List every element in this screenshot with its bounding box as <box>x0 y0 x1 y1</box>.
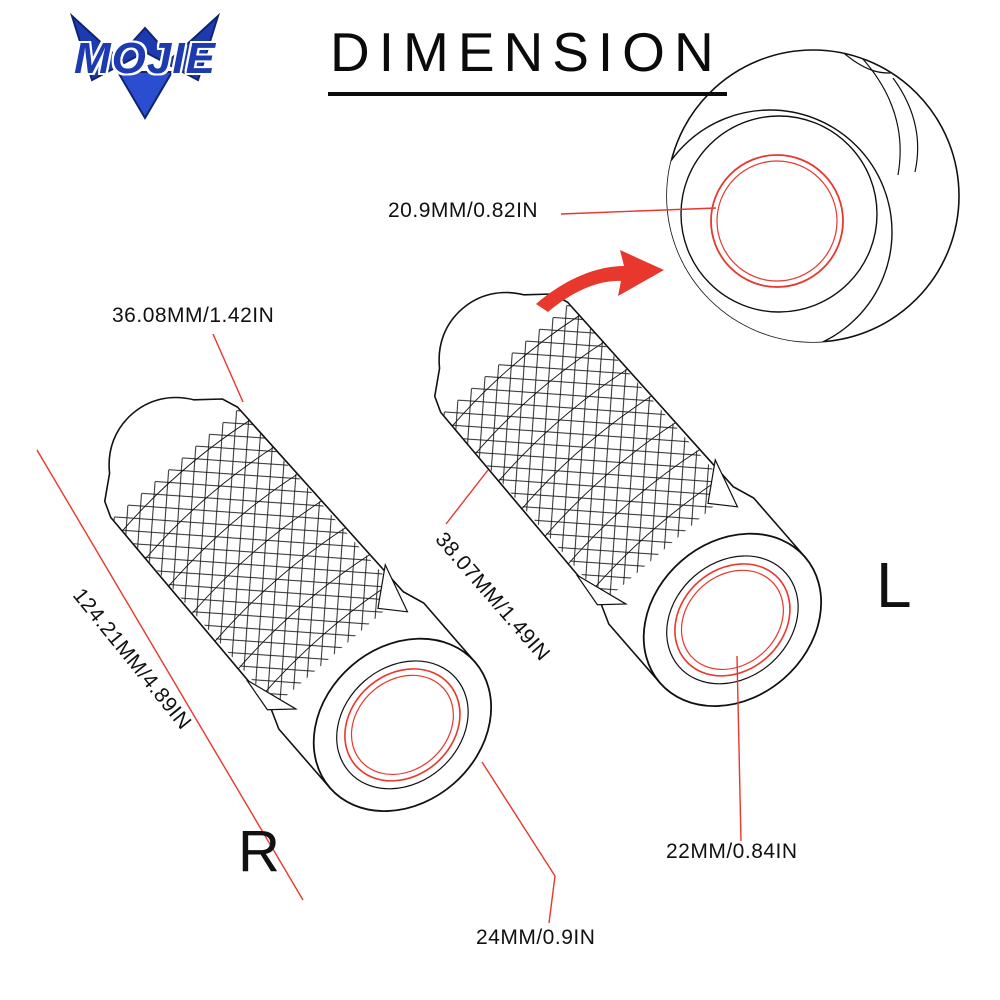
dim-outer-front: 36.08MM/1.42IN <box>112 304 275 327</box>
dim-end-right-grip: 24MM/0.9IN <box>476 926 596 949</box>
marker-left-grip: L <box>876 549 912 621</box>
zoom-arrow <box>536 250 664 312</box>
page-title: DIMENSION <box>328 20 727 96</box>
dim-bore-zoom: 20.9MM/0.82IN <box>388 199 539 222</box>
brand-logo: MOJIE <box>14 6 276 124</box>
dimension-leader-lines <box>36 207 742 924</box>
dim-end-left-grip: 22MM/0.84IN <box>666 840 798 863</box>
brand-name: MOJIE <box>74 34 216 83</box>
marker-right-grip: R <box>238 819 280 884</box>
brand-logo-emblem <box>69 12 221 120</box>
zoom-detail-circle <box>666 49 960 343</box>
